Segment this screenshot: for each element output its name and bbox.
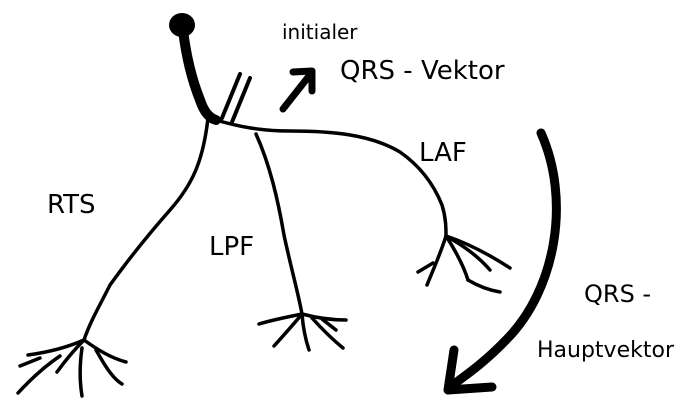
rts-branch xyxy=(18,118,208,396)
laf-label: LAF xyxy=(419,138,467,168)
initial-vector-label: QRS - Vektor xyxy=(340,56,505,86)
rts-label: RTS xyxy=(47,190,96,220)
lpf-label: LPF xyxy=(209,232,254,262)
main-vector-label-bottom: Hauptvektor xyxy=(537,338,674,363)
main-vector-label-top: QRS - xyxy=(584,280,651,308)
lpf-branch xyxy=(256,134,346,350)
initial-vector-label-small: initialer xyxy=(282,20,358,44)
block-mark xyxy=(222,74,250,122)
his-bundle xyxy=(169,13,216,120)
initial-qrs-arrow xyxy=(283,71,312,109)
av-node-dot xyxy=(169,13,195,37)
